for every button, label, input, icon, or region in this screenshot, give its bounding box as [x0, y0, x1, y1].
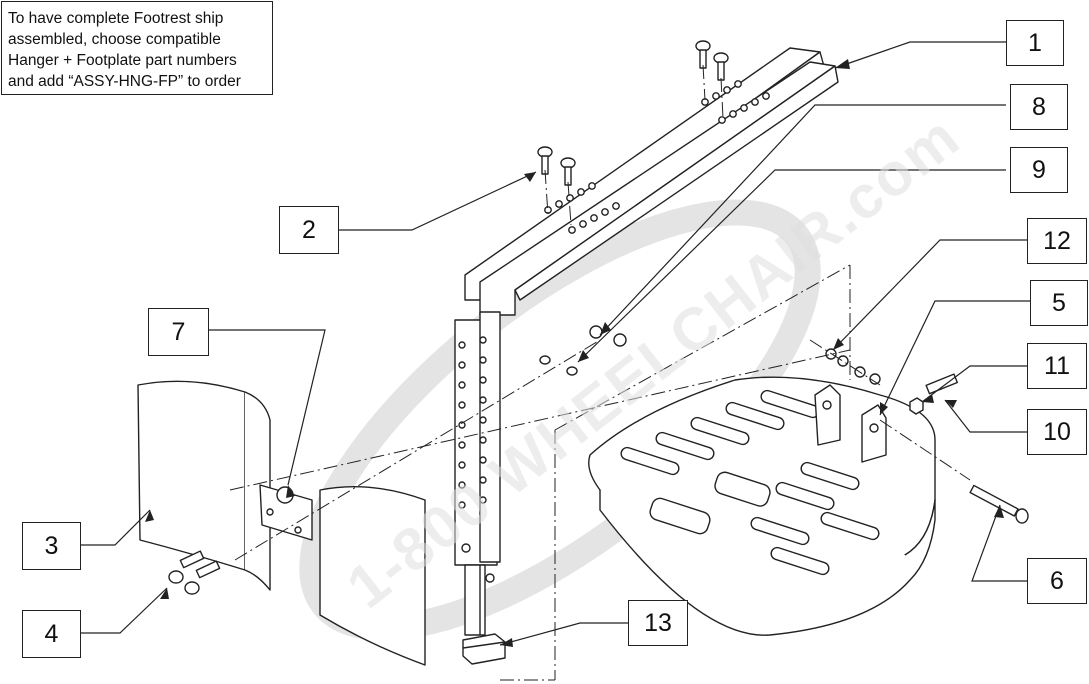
- calf-pad-right: [319, 485, 426, 666]
- footplate-hinge: [814, 384, 887, 463]
- pad-screws-4: [168, 550, 221, 595]
- rail-holes: [544, 80, 770, 234]
- callout-6[interactable]: 6: [1027, 558, 1087, 604]
- bolt-6: [969, 484, 1029, 524]
- callout-13[interactable]: 13: [628, 600, 688, 646]
- vertical-tube: [454, 311, 501, 566]
- callout-1[interactable]: 1: [1006, 20, 1064, 66]
- calf-bracket-7: [259, 484, 313, 541]
- callout-3[interactable]: 3: [22, 522, 81, 570]
- note-line-3: Hanger + Footplate part numbers: [8, 52, 237, 69]
- rail-screws: [537, 40, 729, 186]
- end-cap-13: [462, 633, 506, 665]
- note-line-1: To have complete Footrest ship: [8, 10, 224, 27]
- nut-11: [909, 397, 924, 415]
- callout-10[interactable]: 10: [1027, 409, 1087, 455]
- bolt-10: [925, 373, 959, 395]
- callout-9[interactable]: 9: [1010, 147, 1068, 193]
- note-line-4: and add “ASSY-HNG-FP” to order: [8, 73, 241, 90]
- leader-lines: [81, 41, 1030, 646]
- calf-pad-3: [137, 380, 271, 591]
- callout-5[interactable]: 5: [1030, 280, 1088, 326]
- washers-12: [825, 348, 881, 385]
- callout-2[interactable]: 2: [279, 206, 339, 254]
- construction-lines: [229, 64, 971, 681]
- tube-holes: [458, 336, 495, 583]
- assembly-note: To have complete Footrest ship assembled…: [1, 1, 273, 95]
- callout-7[interactable]: 7: [148, 308, 209, 356]
- note-line-2: assembled, choose compatible: [8, 31, 221, 48]
- leader-arrows: [145, 59, 1004, 647]
- hanger-rail-8: [479, 61, 839, 316]
- callout-8[interactable]: 8: [1010, 84, 1068, 130]
- callout-12[interactable]: 12: [1027, 218, 1087, 264]
- callout-4[interactable]: 4: [22, 610, 81, 658]
- tube-nuts: [539, 325, 627, 376]
- callout-11[interactable]: 11: [1027, 343, 1087, 389]
- footplate-slots: [620, 389, 880, 576]
- lower-tube: [464, 564, 486, 636]
